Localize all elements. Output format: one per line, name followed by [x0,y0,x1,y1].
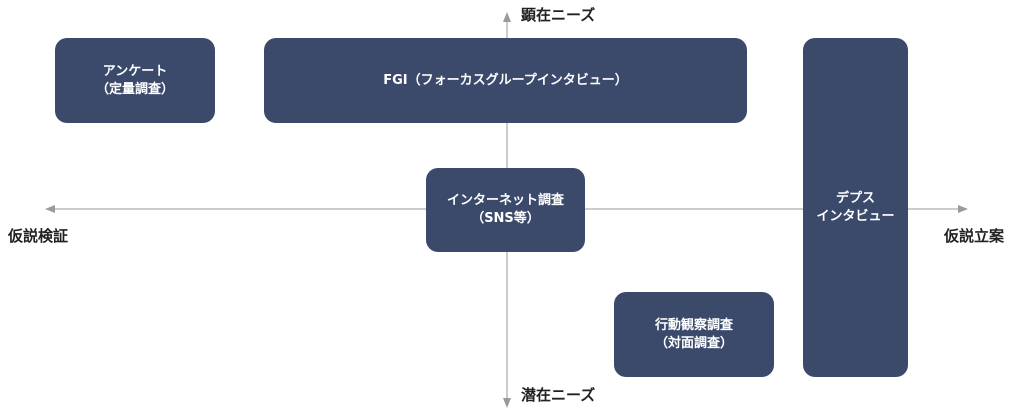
method-survey-line1: アンケート [102,63,168,79]
method-internet-line2: （SNS等） [471,211,540,226]
method-observation-line2: （対面調査） [654,335,733,351]
method-box-fgi: FGI（フォーカスグループインタビュー） [264,38,747,123]
method-fgi-line1: FGI（フォーカスグループインタビュー） [383,72,628,88]
axis-arrow-down [503,398,511,408]
method-internet-line1: インターネット調査 [446,193,564,208]
axis-arrow-left [45,205,55,213]
method-observation-line1: 行動観察調査 [654,317,733,333]
method-box-internet: インターネット調査 （SNS等） [426,168,585,252]
axis-arrow-right [958,205,968,213]
method-box-depth-interview: デプス インタビュー [803,38,908,377]
axis-label-left: 仮説検証 [8,227,69,245]
method-depth-line1: デプス [835,190,875,206]
method-box-observation: 行動観察調査 （対面調査） [614,292,774,377]
axis-arrow-up [503,12,511,22]
axis-label-right: 仮説立案 [944,227,1005,245]
method-depth-line2: インタビュー [816,208,895,224]
axis-label-top: 顕在ニーズ [521,6,596,24]
method-survey-line2: （定量調査） [95,81,174,97]
method-box-survey: アンケート （定量調査） [55,38,215,123]
axis-label-bottom: 潜在ニーズ [521,386,596,404]
